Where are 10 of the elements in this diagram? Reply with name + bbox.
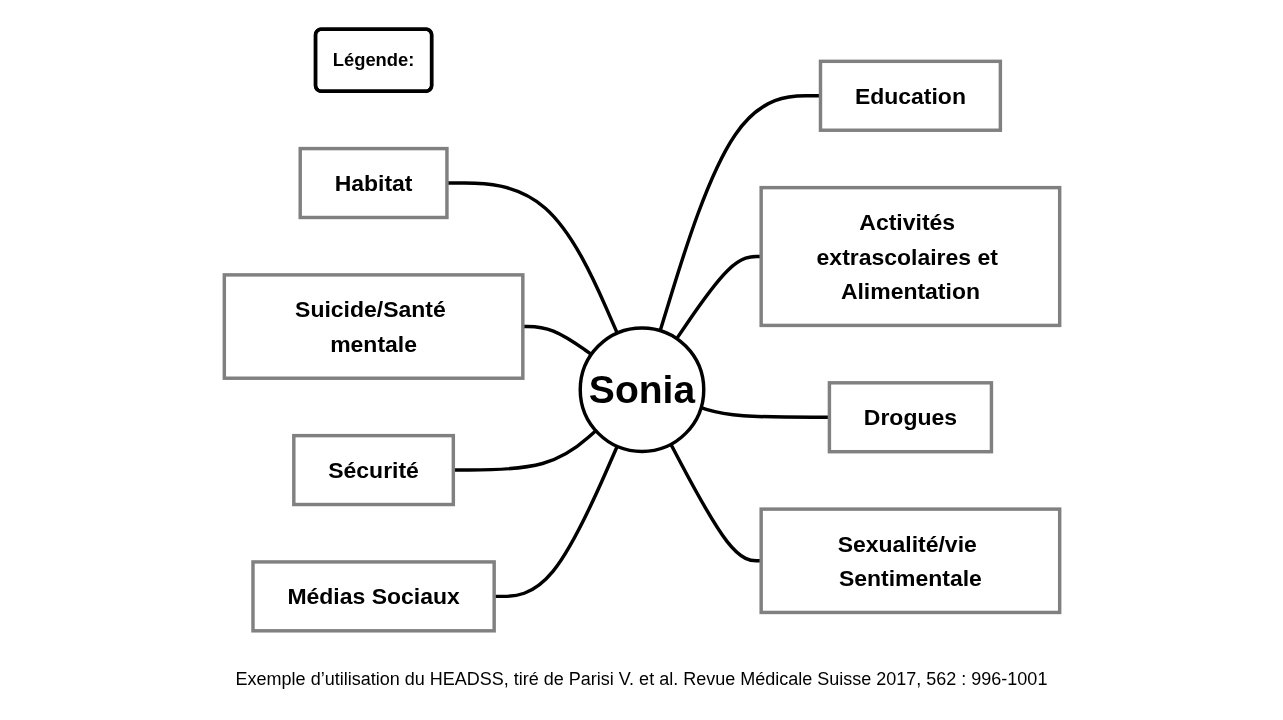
node-box: Habitat bbox=[298, 146, 449, 219]
node-box: Médias Sociaux bbox=[250, 559, 496, 633]
node-box: Suicide/Santé mentale bbox=[222, 272, 525, 380]
node-box: Drogues bbox=[827, 380, 993, 453]
caption: Exemple d’utilisation du HEADSS, tiré de Parisi V. et al. Revue Médicale Suisse 2017, 562 : 996-1001 bbox=[235, 669, 1048, 690]
node-box: Sexualité/vie Sentimentale bbox=[758, 506, 1061, 614]
node-box: Activités extrascolaires et Alimentation bbox=[758, 185, 1061, 327]
node-box: Education bbox=[818, 59, 1002, 132]
node-circle: Sonia bbox=[578, 325, 705, 453]
node-box: Sécurité bbox=[291, 433, 455, 506]
